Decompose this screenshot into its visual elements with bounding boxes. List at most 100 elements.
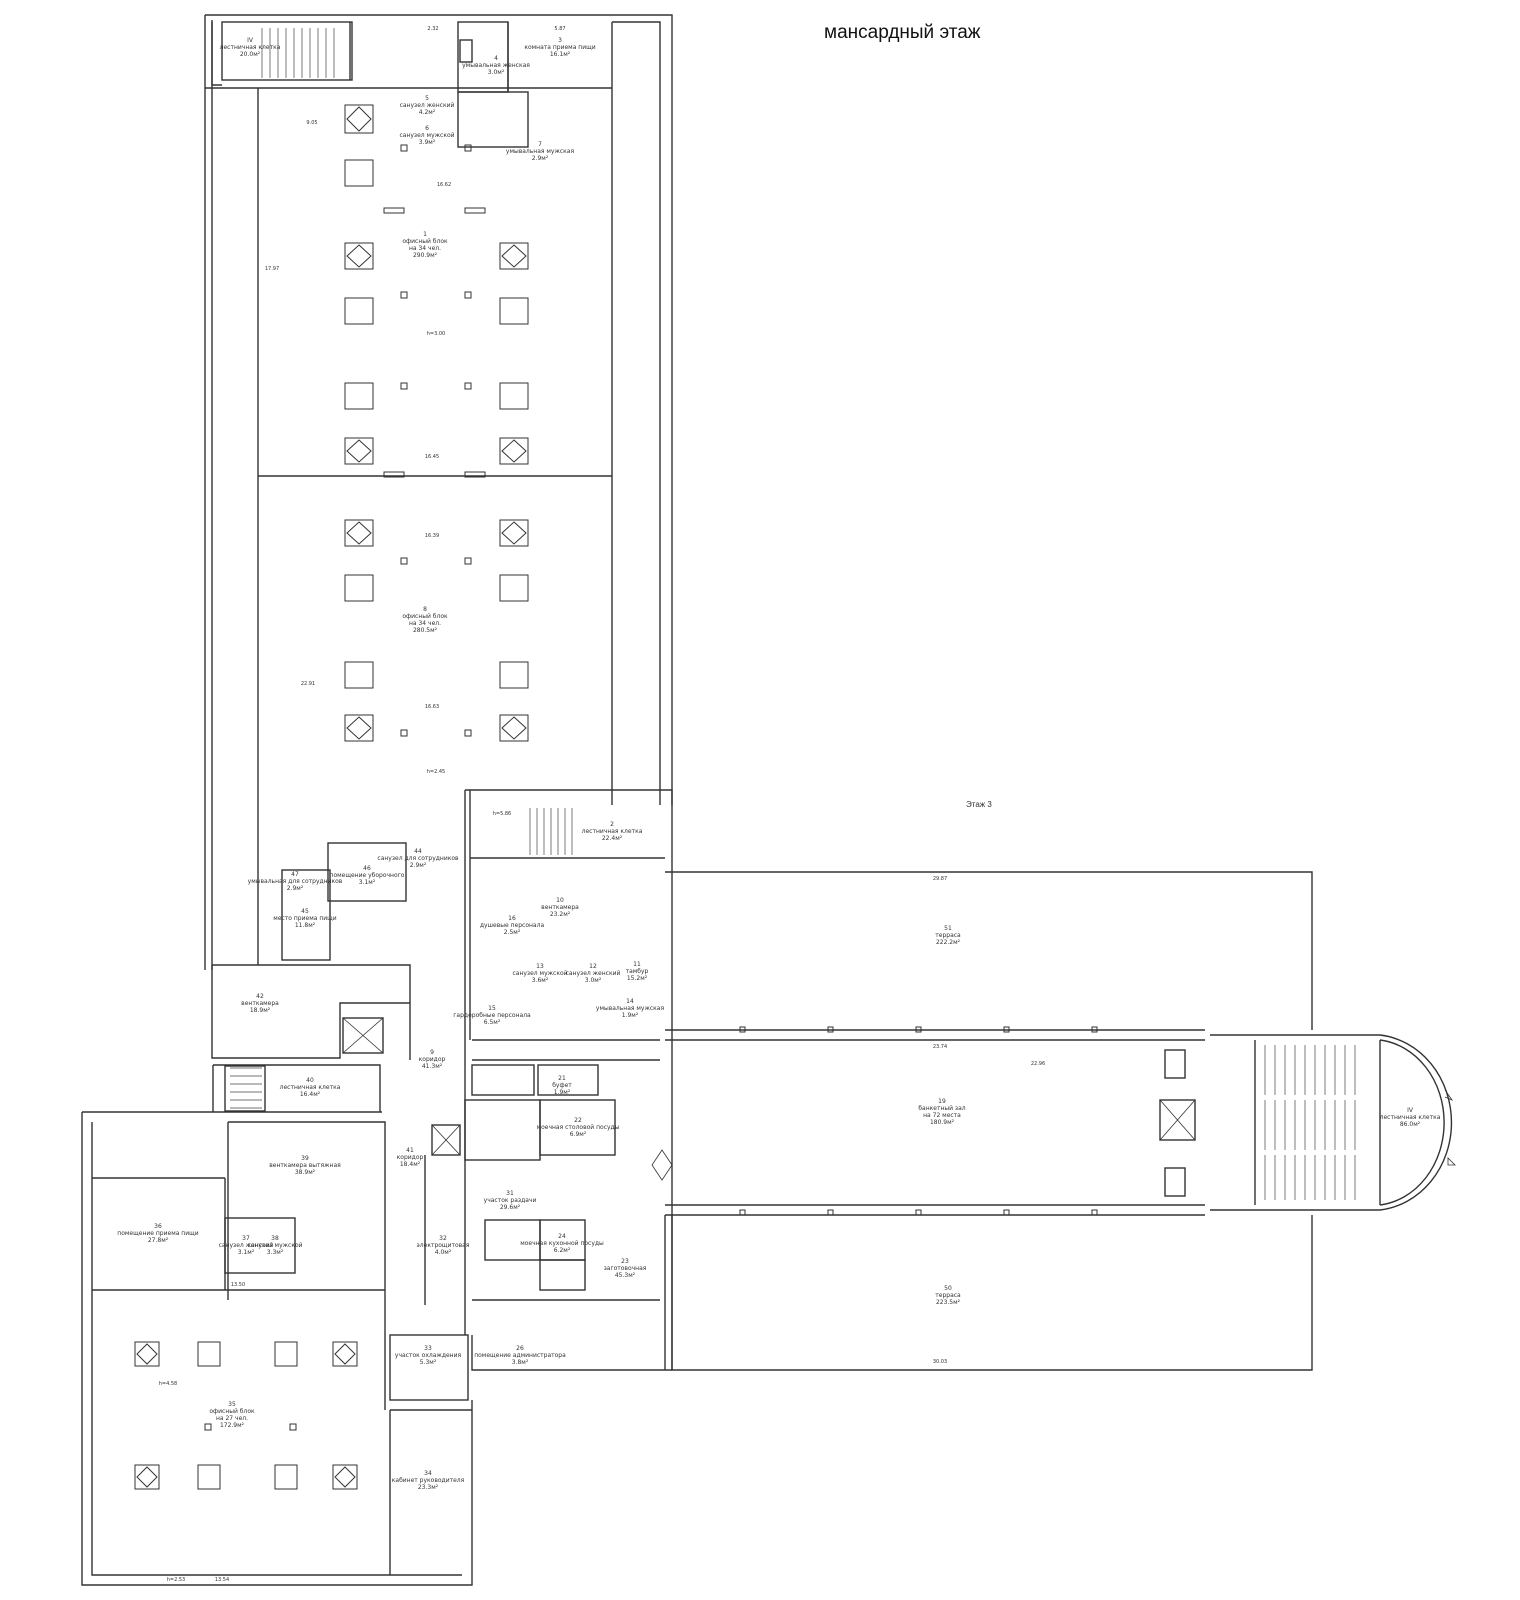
room-name: лестничная клетка [220,44,281,51]
room-name: умывальная женская [462,62,530,69]
room-name: терраса [935,932,961,939]
room-number: 45 [301,908,309,915]
room-name: банкетный зал [918,1105,965,1112]
room-number: 50 [944,1285,952,1292]
room-area: 172.9м² [220,1422,245,1429]
room-area: 4.0м² [435,1249,452,1256]
room-number: 11 [633,961,641,968]
room-number: 14 [626,998,634,1005]
elevator-shaft-north [342,1017,384,1054]
elevator-shaft-kitchen [431,1124,461,1156]
dimension-label: h=2.45 [427,769,446,775]
dimension-label: h=2.53 [167,1577,186,1583]
room-number: 40 [306,1077,314,1084]
room-name: умывальная мужская [506,148,575,155]
room-number: 35 [228,1401,236,1408]
room-area: 16.4м² [300,1091,321,1098]
room-name: санузел мужской [247,1242,302,1249]
room-area: 41.3м² [422,1063,443,1070]
room-area: 3.8м² [512,1359,529,1366]
room-area: 27.8м² [148,1237,169,1244]
room-area: 6.5м² [484,1019,501,1026]
room-number: 12 [589,963,597,970]
dimension-label: 5.87 [554,26,565,32]
room-name: санузел мужской [512,970,567,977]
room-number: 46 [363,865,371,872]
room-number: 10 [556,897,564,904]
dimension-label: h=5.86 [493,811,512,817]
dimension-label: 22.91 [301,681,315,687]
dimension-label: 23.74 [933,1044,947,1050]
room-capacity: на 34 чел. [409,245,441,252]
room-capacity: на 72 места [923,1112,961,1119]
room-number: 39 [301,1155,309,1162]
room-number: 3 [558,37,562,44]
room-number: 37 [242,1235,250,1242]
room-name: лестничная клетка [582,828,643,835]
room-area: 222.2м² [936,939,961,946]
room-number: IV [247,37,254,44]
room-number: 36 [154,1223,162,1230]
room-area: 223.5м² [936,1299,961,1306]
room-area: 3.0м² [488,69,505,76]
room-name: моечная столовой посуды [537,1124,620,1131]
room-number: 4 [494,55,498,62]
room-area: 2.9м² [532,155,549,162]
room-number: 2 [610,821,614,828]
room-name: место приема пищи [273,915,336,922]
room-number: 19 [938,1098,946,1105]
dimension-label: 16.39 [425,533,439,539]
stair-iv-top [221,21,353,81]
north-block-outer-wall [205,14,673,805]
room-number: 32 [439,1235,447,1242]
room-name: коридор [397,1154,424,1161]
page-title: мансардный этаж [824,22,981,43]
room-name: санузел женский [400,102,455,109]
room-number: 31 [506,1190,514,1197]
room-number: 51 [944,925,952,932]
room-area: 3.6м² [532,977,549,984]
room-number: 26 [516,1345,524,1352]
room-name: лестничная клетка [280,1084,341,1091]
room-name: офисный блок [209,1408,255,1415]
room-name: заготовочная [604,1265,647,1272]
room-number: 5 [425,95,429,102]
room-name: моечная кухонной посуды [520,1240,604,1247]
room-number: 24 [558,1233,566,1240]
room-area: 290.9м² [413,252,438,259]
room-name: офисный блок [402,238,448,245]
room-area: 38.9м² [295,1169,316,1176]
room-area: 29.6м² [500,1204,521,1211]
room-number: 38 [271,1235,279,1242]
elevator-shaft-banquet [1159,1099,1196,1141]
room-area: 3.1м² [238,1249,255,1256]
dimension-label: 16.63 [425,704,439,710]
room-name: венткамера [541,904,579,911]
stair-iv-east-arc [1379,1034,1453,1211]
room-name: душевые персонала [480,922,545,929]
room-area: 180.9м² [930,1119,955,1126]
room-number: 8 [423,606,427,613]
room-area: 5.3м² [420,1359,437,1366]
dimension-label: 2.32 [427,26,438,32]
room-name: помещение администратора [474,1352,566,1359]
dimension-label: 13.50 [231,1282,245,1288]
room-name: кабинет руководителя [392,1477,465,1484]
room-name: участок охлаждения [395,1352,462,1359]
room-area: 6.9м² [570,1131,587,1138]
room-area: 2.9м² [410,862,427,869]
room-area: 86.0м² [1400,1121,1421,1128]
room-number: 21 [558,1075,566,1082]
room-name: тамбур [626,968,649,975]
room-area: 1.9м² [554,1089,571,1096]
room-name: помещение уборочного [330,872,405,879]
banquet-wing-top-wall [665,871,1313,1030]
dimension-label: h=3.00 [427,331,446,337]
room-name: офисный блок [402,613,448,620]
room-name: санузел мужской [399,132,454,139]
room-number: 15 [488,1005,496,1012]
room-area: 3.9м² [419,139,436,146]
room-name: венткамера вытяжная [269,1162,341,1169]
room-area: 4.2м² [419,109,436,116]
